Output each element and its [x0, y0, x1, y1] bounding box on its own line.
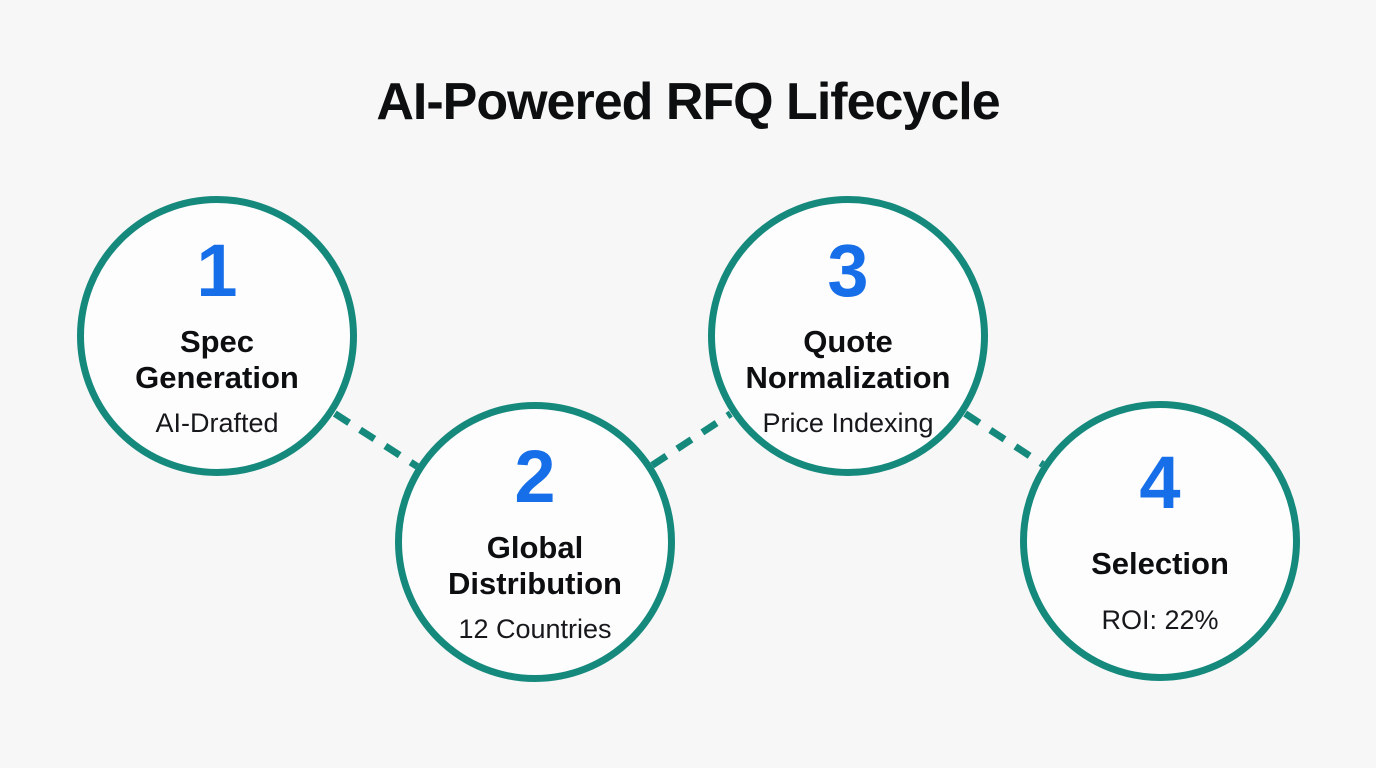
step-detail: Price Indexing — [762, 407, 934, 438]
page-title: AI-Powered RFQ Lifecycle — [376, 73, 1000, 131]
step-number: 3 — [827, 228, 869, 312]
step-circle-global-distribution: 2 Global Distribution 12 Countries — [395, 402, 675, 682]
step-circle-quote-normalization: 3 Quote Normalization Price Indexing — [708, 196, 988, 476]
connector-step2-step3 — [650, 410, 733, 469]
step-label: Selection — [1091, 545, 1229, 581]
step-detail: ROI: 22% — [1101, 605, 1219, 636]
step-label: Quote Normalization — [745, 323, 951, 396]
connector-step3-step4 — [963, 410, 1045, 468]
step-detail: 12 Countries — [458, 613, 612, 644]
step-number: 1 — [196, 228, 238, 312]
step-detail: AI-Drafted — [155, 407, 279, 438]
step-number: 4 — [1139, 440, 1181, 524]
step-label: Spec Generation — [135, 323, 299, 396]
step-circle-spec-generation: 1 Spec Generation AI-Drafted — [77, 196, 357, 476]
step-number: 2 — [514, 434, 556, 518]
connector-step1-step2 — [332, 410, 420, 470]
step-label: Global Distribution — [448, 529, 622, 602]
step-circle-selection: 4 Selection ROI: 22% — [1020, 401, 1300, 681]
